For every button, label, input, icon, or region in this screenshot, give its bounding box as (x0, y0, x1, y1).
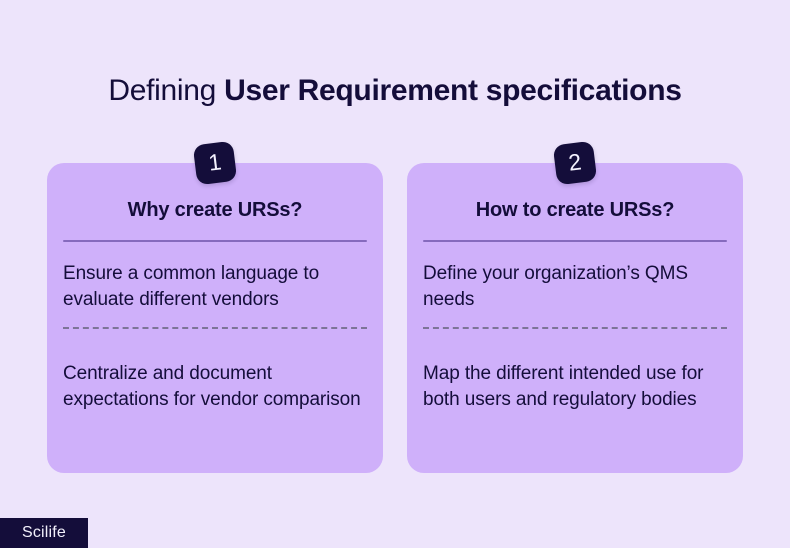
cards-container: 1 Why create URSs? Ensure a common langu… (47, 140, 743, 473)
list-item: Map the different intended use for both … (423, 343, 727, 413)
step-number-badge-1: 1 (192, 140, 238, 186)
card-body-1: Ensure a common language to evaluate dif… (63, 242, 367, 413)
card-2-item-2-text: Map the different intended use for both … (423, 363, 704, 410)
card-body-2: Define your organization’s QMS needs Map… (423, 242, 727, 413)
list-item: Centralize and document expectations for… (63, 343, 367, 413)
step-number-badge-1-label: 1 (206, 147, 223, 176)
page-title-bold: User Requirement specifications (224, 74, 682, 108)
item-divider-2 (423, 327, 727, 329)
step-number-badge-2-label: 2 (566, 147, 583, 176)
card-why-create-urss: 1 Why create URSs? Ensure a common langu… (47, 140, 383, 473)
card-how-to-create-urss: 2 How to create URSs? Define your organi… (407, 140, 743, 473)
page-title-light: Defining (108, 74, 225, 108)
heading-divider-1 (63, 240, 367, 242)
card-1-item-2-text: Centralize and document expectations for… (63, 363, 361, 410)
card-2-item-1-text: Define your organization’s QMS needs (423, 263, 688, 310)
step-number-badge-2: 2 (552, 140, 598, 186)
item-divider-1 (63, 327, 367, 329)
page-title: Defining User Requirement specifications (0, 72, 790, 110)
scilife-logo-text: Scilife (21, 524, 67, 541)
scilife-logo: Scilife (0, 518, 88, 548)
card-heading-2: How to create URSs? (475, 199, 675, 221)
list-item: Ensure a common language to evaluate dif… (63, 242, 367, 313)
card-heading-1: Why create URSs? (127, 199, 303, 221)
list-item: Define your organization’s QMS needs (423, 242, 727, 313)
heading-divider-2 (423, 240, 727, 242)
card-1-item-1-text: Ensure a common language to evaluate dif… (63, 263, 320, 310)
